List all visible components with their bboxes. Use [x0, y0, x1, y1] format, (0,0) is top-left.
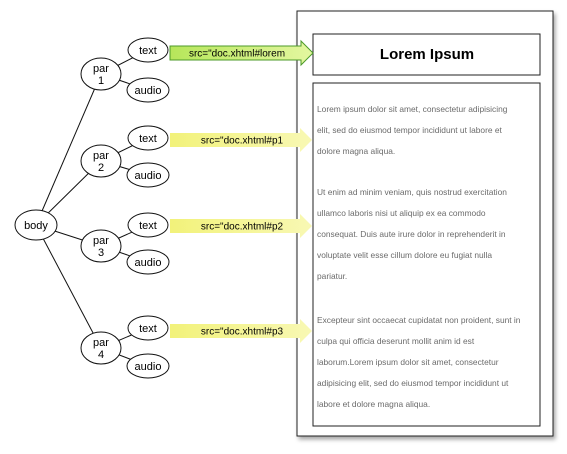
node-text-1-label: text	[139, 45, 157, 57]
node-text-2-label: text	[139, 133, 157, 145]
node-par-3-label: 3	[98, 247, 104, 259]
node-audio-1-label: audio	[135, 85, 162, 97]
node-par-3-ellipse	[80, 229, 122, 263]
node-par-4-label: par	[93, 337, 109, 349]
node-par-1-label: par	[93, 63, 109, 75]
document-paragraph-line: consequat. Duis aute irure dolor in repr…	[317, 229, 506, 239]
node-text-4: text	[127, 315, 169, 341]
node-audio-4-ellipse	[126, 353, 170, 379]
node-par-2-label: par	[93, 150, 109, 162]
node-text-1: text	[127, 37, 169, 63]
document-body-box	[312, 82, 541, 427]
node-audio-3-label: audio	[135, 257, 162, 269]
document-paragraph-line: Excepteur sint occaecat cupidatat non pr…	[317, 315, 521, 325]
src-arrow-label: src="doc.xhtml#lorem	[189, 49, 285, 60]
src-arrow-label: src="doc.xhtml#p2	[201, 222, 284, 233]
node-text-1-ellipse	[127, 37, 169, 63]
node-text-3: text	[127, 212, 169, 238]
node-text-2-ellipse	[127, 125, 169, 151]
document-paragraph-line: voluptate velit esse cillum dolore eu fu…	[317, 250, 492, 260]
node-body-label: body	[24, 220, 48, 232]
document-title-box	[312, 33, 541, 76]
node-par-2-ellipse	[80, 144, 122, 178]
document-paragraph-line: labore et dolore magna aliqua.	[317, 399, 430, 409]
node-audio-2-label: audio	[135, 170, 162, 182]
src-arrow: src="doc.xhtml#lorem	[169, 39, 314, 67]
document-page: Lorem Ipsum Lorem ipsum dolor sit amet, …	[296, 10, 554, 437]
node-text-2: text	[127, 125, 169, 151]
node-par-2-label: 2	[98, 162, 104, 174]
node-text-4-ellipse	[127, 315, 169, 341]
node-audio-4: audio	[126, 353, 170, 379]
src-arrow-shape	[170, 214, 312, 238]
document-paragraph-line: ullamco laboris nisi ut aliquip ex ea co…	[317, 208, 486, 218]
document-body-text: Lorem ipsum dolor sit amet, consectetur …	[317, 104, 521, 409]
document-paragraph-line: elit, sed do eiusmod tempor incididunt u…	[317, 125, 502, 135]
node-audio-2-ellipse	[126, 162, 170, 188]
src-arrows: src="doc.xhtml#lorem src="doc.xhtml#p1 src…	[169, 39, 314, 343]
document-paragraph-line: Lorem ipsum dolor sit amet, consectetur …	[317, 104, 508, 114]
node-par-3-label: par	[93, 235, 109, 247]
document-paragraph-line: Ut enim ad minim veniam, quis nostrud ex…	[317, 187, 507, 197]
edge-body-par	[35, 73, 102, 226]
node-body-ellipse	[14, 209, 58, 241]
document-paragraph-line: laborum.Lorem ipsum dolor sit amet, cons…	[317, 357, 499, 367]
edge-body-par	[35, 224, 102, 349]
src-arrow-shape	[169, 39, 314, 67]
document-paragraph-line: adipisicing elit, sed do eiusmod tempor …	[317, 378, 509, 388]
node-par-1-label: 1	[98, 75, 104, 87]
src-arrow-shape	[170, 128, 312, 152]
node-text-3-ellipse	[127, 212, 169, 238]
node-audio-4-label: audio	[135, 361, 162, 373]
node-text-4-label: text	[139, 323, 157, 335]
node-par-1-ellipse	[80, 57, 122, 91]
node-audio-2: audio	[126, 162, 170, 188]
node-text-3-label: text	[139, 220, 157, 232]
tree-nodes: bodypar1textaudiopar2textaudiopar3textau…	[14, 37, 170, 379]
node-par-4-ellipse	[80, 331, 122, 365]
document-title: Lorem Ipsum	[380, 46, 474, 63]
document-paragraph-line: dolore magna aliqua.	[317, 146, 395, 156]
src-arrow-label: src="doc.xhtml#p1	[201, 136, 284, 147]
document-paragraph-line: culpa qui officia deserunt mollit anim i…	[317, 336, 475, 346]
node-body: body	[14, 209, 58, 241]
src-arrow: src="doc.xhtml#p1	[170, 128, 312, 152]
src-arrow-shape	[170, 319, 312, 343]
node-audio-3: audio	[126, 249, 170, 275]
node-audio-1-ellipse	[126, 77, 170, 103]
node-audio-1: audio	[126, 77, 170, 103]
src-arrow: src="doc.xhtml#p2	[170, 214, 312, 238]
src-arrow: src="doc.xhtml#p3	[170, 319, 312, 343]
src-arrow-label: src="doc.xhtml#p3	[201, 327, 284, 338]
node-audio-3-ellipse	[126, 249, 170, 275]
node-par-4-label: 4	[98, 349, 104, 361]
document-paragraph-line: pariatur.	[317, 271, 347, 281]
